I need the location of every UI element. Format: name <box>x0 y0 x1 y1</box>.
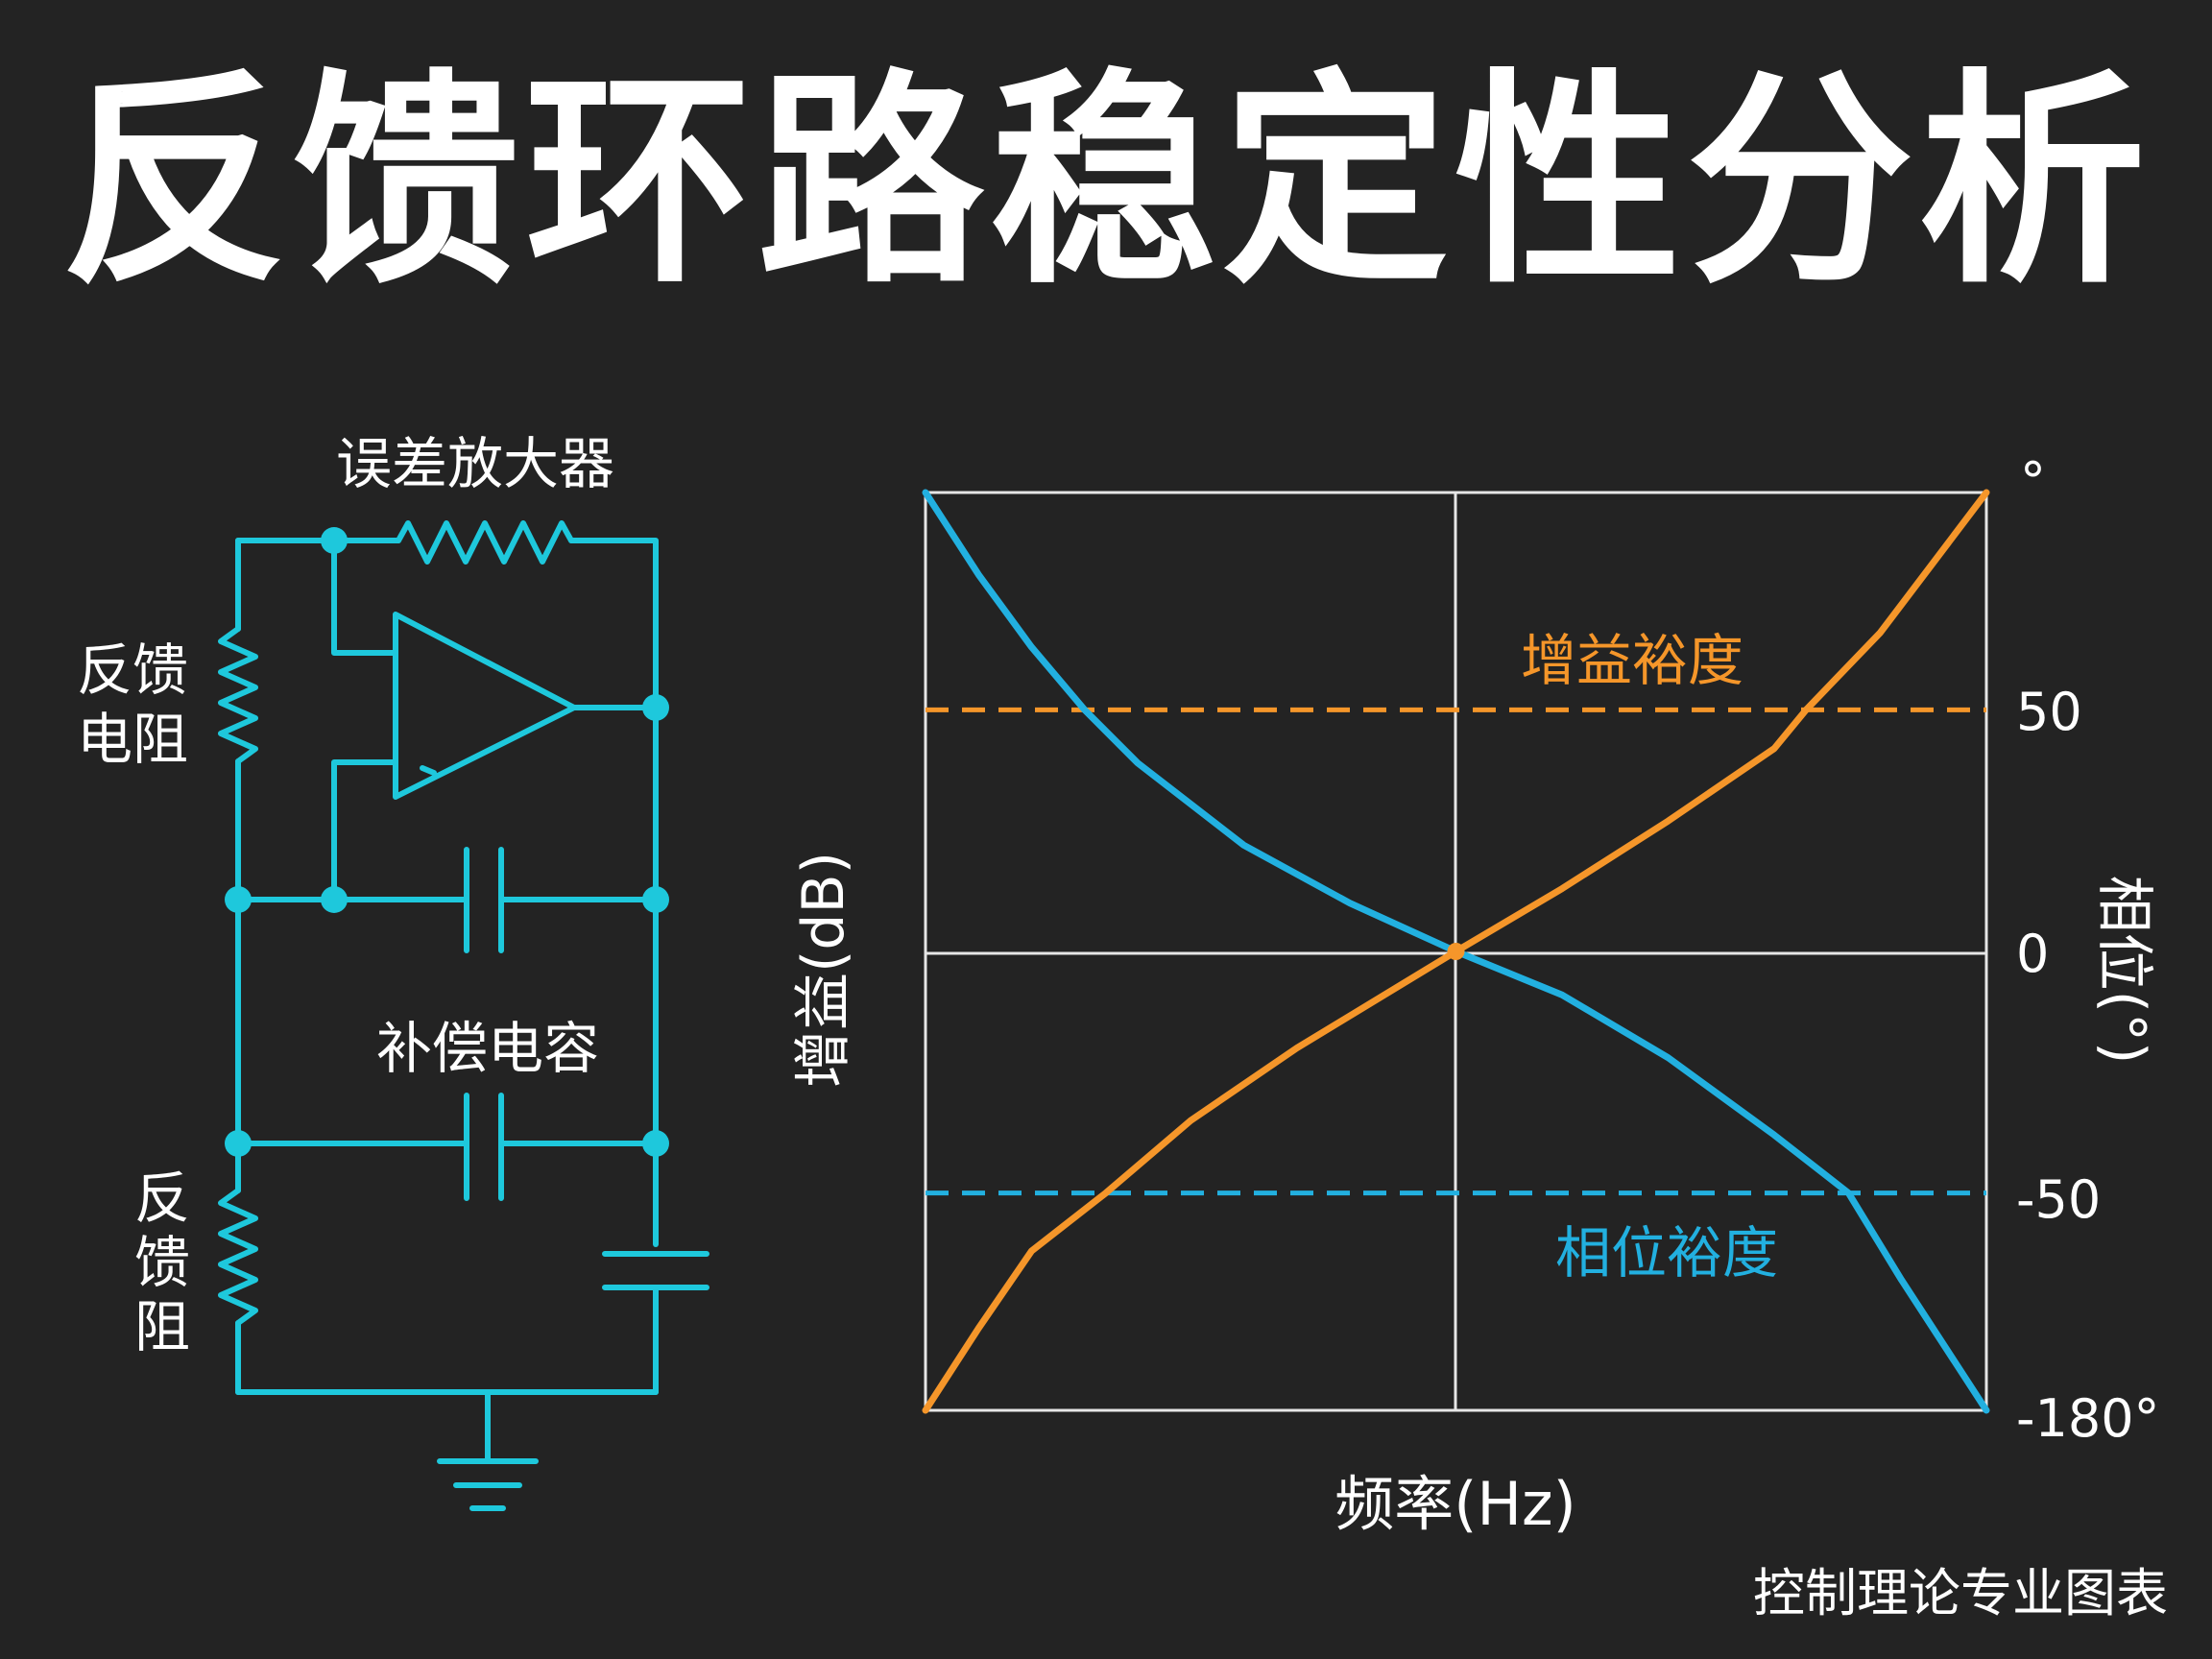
phase-margin-annotation: 相位裕度 <box>1555 1220 1778 1286</box>
bode-chart: 增益裕度 相位裕度 ° 50 0 -50 -180° 频率(Hz) 增益(dB)… <box>790 451 2160 1539</box>
feedback-resistor-lower <box>218 1188 258 1326</box>
right-tick-label: 50 <box>2016 682 2082 742</box>
junction-dot <box>642 886 669 913</box>
top-resistor <box>396 520 574 565</box>
op-amp <box>393 612 577 800</box>
feedback-resistor-label-2: 电阻 <box>77 707 188 772</box>
circuit-nodes <box>225 527 669 1157</box>
wire-opamp-input-top <box>331 538 397 656</box>
right-tick-label: 0 <box>2016 924 2049 984</box>
junction-dot <box>642 694 669 721</box>
feedback-resistor2-label-3: 阻 <box>134 1294 190 1359</box>
gain-margin-annotation: 增益裕度 <box>1521 628 1743 693</box>
crossover-point <box>1447 943 1465 960</box>
gain-curve <box>922 489 1990 1414</box>
right-tick-label: ° <box>2020 451 2046 512</box>
junction-dot <box>642 1130 669 1157</box>
op-amp-inner-mark <box>420 765 437 776</box>
wire-opamp-input-bottom <box>331 759 397 902</box>
junction-dot <box>225 1130 252 1157</box>
feedback-resistor-label-1: 反馈 <box>77 637 188 703</box>
right-axis-label: 相位(°) <box>2090 876 2157 1065</box>
right-tick-label: -180° <box>2016 1388 2160 1449</box>
left-axis-label: 增益(dB) <box>790 852 857 1088</box>
comp-capacitor <box>464 1093 504 1201</box>
wire-top-right <box>568 538 659 710</box>
page-title: 反馈环路稳定性分析 <box>60 50 2152 314</box>
feedback-resistor-upper <box>218 626 258 764</box>
junction-dot <box>321 527 348 554</box>
circuit-schematic <box>218 520 709 1511</box>
junction-dot <box>321 886 348 913</box>
comp-cap-label: 补偿电容 <box>376 1016 599 1081</box>
feedback-resistor2-label-2: 馈 <box>134 1230 190 1295</box>
ground-symbol <box>437 1389 539 1511</box>
error-amp-label: 误差放大器 <box>336 431 614 496</box>
x-axis-label: 频率(Hz) <box>1334 1469 1576 1539</box>
junction-dot <box>225 886 252 913</box>
right-tick-label: -50 <box>2016 1169 2101 1230</box>
wire-top-left <box>235 538 401 548</box>
footer-note: 控制理论专业图表 <box>1753 1563 2168 1623</box>
output-capacitor <box>602 1251 709 1290</box>
mid-capacitor <box>464 847 504 953</box>
feedback-resistor2-label-1: 反 <box>134 1166 190 1231</box>
